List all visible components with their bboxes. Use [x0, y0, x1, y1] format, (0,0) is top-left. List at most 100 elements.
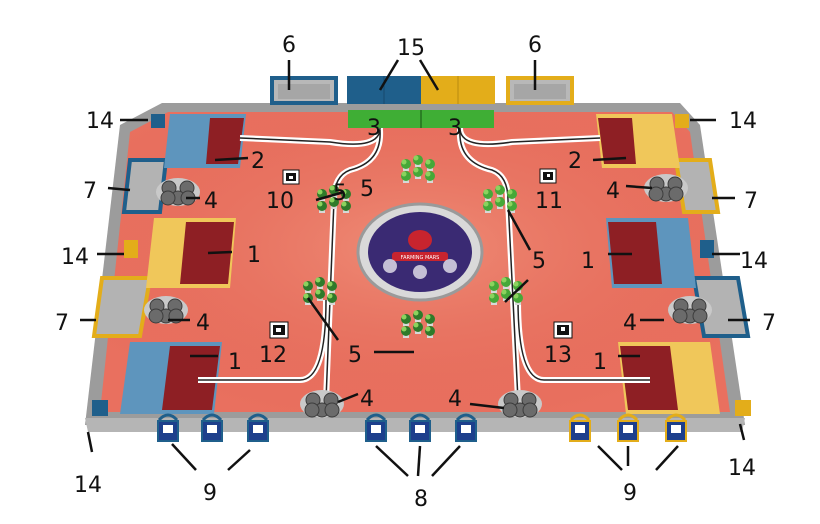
- callout-c10: 10: [266, 189, 294, 214]
- callout-c1bl: 1: [228, 350, 242, 375]
- drum: [305, 403, 319, 417]
- box-tag: [415, 425, 425, 433]
- drum-stack: [498, 390, 542, 418]
- callout-c2l: 2: [251, 149, 265, 174]
- callout-c15: 15: [397, 36, 425, 61]
- center-logo: FARMING MARS: [358, 204, 482, 300]
- plant-leaf: [426, 160, 431, 165]
- marker-14-bl: [92, 400, 108, 416]
- callout-c4tr: 4: [606, 179, 620, 204]
- plant-leaf: [496, 198, 501, 203]
- plant-leaf: [484, 202, 489, 207]
- plant-leaf: [316, 278, 321, 283]
- plant-leaf: [426, 327, 431, 332]
- plant-leaf: [402, 160, 407, 165]
- drum-stack: [300, 390, 344, 418]
- plant-leaf: [318, 202, 323, 207]
- drum: [669, 187, 683, 201]
- box-tag: [623, 425, 633, 433]
- callout-c9r: 9: [623, 481, 637, 506]
- logo-title: FARMING MARS: [401, 255, 440, 261]
- plant-leaf: [502, 290, 507, 295]
- plant-leaf: [514, 282, 519, 287]
- box-tag: [371, 425, 381, 433]
- callout-c1br: 1: [593, 350, 607, 375]
- plant-leaf: [414, 168, 419, 173]
- floor-tag-11: [540, 169, 556, 183]
- plant-leaf: [304, 294, 309, 299]
- callout-c4tl: 4: [204, 189, 218, 214]
- plant-leaf: [490, 282, 495, 287]
- plant-leaf: [490, 294, 495, 299]
- box-tag: [671, 425, 681, 433]
- plant-cluster: [401, 310, 435, 338]
- callout-c7tl: 7: [83, 179, 97, 204]
- box-tag: [461, 425, 471, 433]
- drum: [503, 403, 517, 417]
- marker-14-tr: [675, 114, 689, 128]
- floor-tag-13: [554, 322, 572, 338]
- plant-leaf: [414, 311, 419, 316]
- plant-cluster: [303, 277, 337, 305]
- drum: [523, 403, 537, 417]
- callout-c13: 13: [544, 343, 572, 368]
- drum: [325, 403, 339, 417]
- callout-c4mr: 4: [623, 311, 637, 336]
- plant-leaf: [328, 294, 333, 299]
- goal-15: [347, 76, 495, 104]
- plant-leaf: [316, 290, 321, 295]
- plant-leaf: [496, 186, 501, 191]
- callout-c3r: 3: [448, 116, 462, 141]
- plant-leaf: [414, 323, 419, 328]
- plant-leaf: [304, 282, 309, 287]
- callout-c3l: 3: [367, 116, 381, 141]
- callout-c14bl: 14: [74, 473, 102, 498]
- callout-c14br: 14: [728, 456, 756, 481]
- drum: [693, 309, 707, 323]
- drum: [149, 309, 163, 323]
- marker-14-br: [735, 400, 751, 416]
- callout-c2r: 2: [568, 149, 582, 174]
- box-tag: [207, 425, 217, 433]
- callout-c4br: 4: [448, 387, 462, 412]
- callout-c7br: 7: [762, 311, 776, 336]
- plant-leaf: [402, 327, 407, 332]
- callout-c7bl: 7: [55, 311, 69, 336]
- drum-stack: [668, 296, 712, 324]
- bin-top-right: [508, 78, 572, 103]
- drum-stack: [156, 178, 200, 206]
- marker-14-ml: [124, 240, 138, 258]
- plant-leaf: [508, 202, 513, 207]
- plant-leaf: [414, 156, 419, 161]
- floor-tag-12: [270, 322, 288, 338]
- callout-c7tr: 7: [744, 189, 758, 214]
- plant-leaf: [402, 315, 407, 320]
- plant-leaf: [328, 282, 333, 287]
- floor-tag-10: [283, 170, 299, 184]
- callout-c8: 8: [414, 487, 428, 512]
- box-tag: [163, 425, 173, 433]
- callout-c11: 11: [535, 189, 563, 214]
- bin-top-left: [272, 78, 336, 103]
- callout-c12: 12: [259, 343, 287, 368]
- callout-c5tl: 5: [360, 177, 374, 202]
- marker-14-mr: [700, 240, 714, 258]
- callout-c6r: 6: [528, 33, 542, 58]
- plant-cluster: [483, 185, 517, 213]
- drum: [673, 309, 687, 323]
- marker-14-tl: [151, 114, 165, 128]
- callout-c6l: 6: [282, 33, 296, 58]
- plant-leaf: [484, 190, 489, 195]
- callout-c5bl: 5: [333, 181, 347, 206]
- box-tag: [575, 425, 585, 433]
- plant-cluster: [401, 155, 435, 183]
- callout-c14tr: 14: [729, 109, 757, 134]
- plant-leaf: [426, 315, 431, 320]
- callout-c14ml: 14: [61, 245, 89, 270]
- plant-leaf: [318, 190, 323, 195]
- plant-leaf: [402, 172, 407, 177]
- callout-c4bl: 4: [360, 387, 374, 412]
- plant-leaf: [508, 190, 513, 195]
